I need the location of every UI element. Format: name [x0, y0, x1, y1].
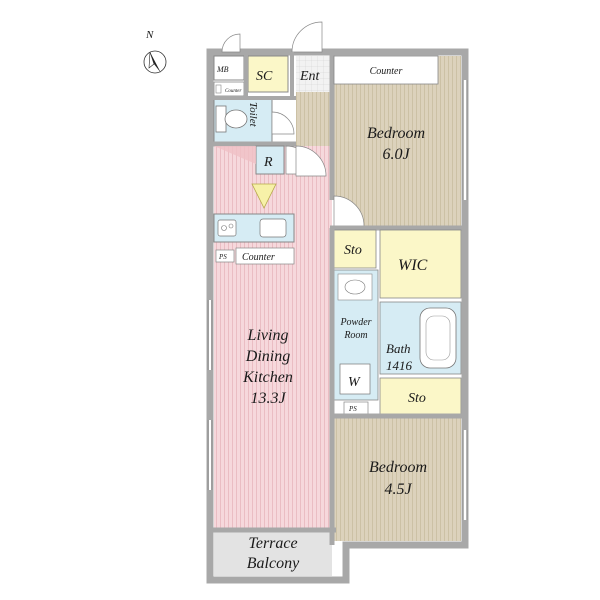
- entrance-door-icon: [291, 21, 323, 53]
- toilet-bowl-icon: [224, 109, 248, 129]
- compass: N: [143, 29, 167, 74]
- ldk-floor: [214, 146, 332, 530]
- ldk-label-2: Dining: [245, 348, 290, 365]
- kitchen-shelf: [214, 146, 256, 164]
- compass-north-label: N: [145, 29, 154, 41]
- sink-icon: [259, 218, 287, 238]
- washer-space: [339, 363, 371, 395]
- sto-upper: [333, 229, 377, 269]
- kitchen-counter-label-box: [235, 247, 295, 265]
- hallway-floor: [296, 90, 332, 146]
- compass-ring: [143, 50, 167, 74]
- mb-label: MB: [216, 65, 229, 74]
- ps-top-label: PS: [218, 253, 227, 261]
- bedroom1-label-1: Bedroom: [367, 125, 425, 142]
- sc-label: SC: [256, 69, 273, 84]
- entrance-floor: [296, 56, 330, 92]
- powder-room-label-1: Powder: [339, 317, 371, 328]
- exterior-wall: [206, 48, 469, 584]
- stove-icon: [217, 219, 237, 237]
- toilet-door-icon: [271, 111, 295, 135]
- washer-label: W: [348, 375, 361, 390]
- ldk-door-icon: [295, 145, 327, 177]
- powder-room-label-2: Room: [343, 330, 367, 341]
- bedroom1-label-2: 6.0J: [382, 146, 410, 163]
- terrace-label-1: Terrace: [248, 535, 297, 552]
- refrigerator-label: R: [263, 155, 273, 170]
- toilet-tank-icon: [215, 105, 227, 133]
- ldk-label-4: 13.3J: [250, 390, 286, 407]
- ps-bottom-label: PS: [348, 405, 357, 413]
- sto-upper-label: Sto: [344, 243, 362, 258]
- kitchen-counter-label: Counter: [242, 252, 275, 263]
- bedroom2-label-1: Bedroom: [369, 459, 427, 476]
- mb-door-icon: [221, 33, 241, 53]
- bath-label-2: 1416: [386, 358, 413, 373]
- compass-needle-icon: [150, 52, 161, 73]
- bedroom1-counter: [333, 55, 439, 85]
- bathtub-icon: [419, 307, 457, 369]
- bedroom1-counter-label: Counter: [370, 66, 403, 77]
- small-counter-label: Counter: [225, 89, 241, 94]
- ldk-label-3: Kitchen: [242, 369, 293, 386]
- wic-label: WIC: [398, 257, 428, 274]
- ldk-label-1: Living: [247, 327, 289, 344]
- terrace-label-2: Balcony: [247, 555, 300, 572]
- entrance-label: Ent: [299, 69, 321, 84]
- toilet-label: Toilet: [247, 102, 259, 128]
- sto-lower-label: Sto: [408, 391, 426, 406]
- bedroom2-floor: [334, 416, 461, 541]
- bedroom2-label-2: 4.5J: [384, 481, 412, 498]
- sto-lower: [379, 377, 462, 415]
- refrigerator-space: [255, 145, 285, 175]
- bath-label-1: Bath: [386, 341, 411, 356]
- wic: [379, 229, 462, 299]
- range-hood-icon: [251, 183, 277, 209]
- ps-top: [215, 249, 235, 263]
- terrace-balcony-floor: [214, 530, 332, 576]
